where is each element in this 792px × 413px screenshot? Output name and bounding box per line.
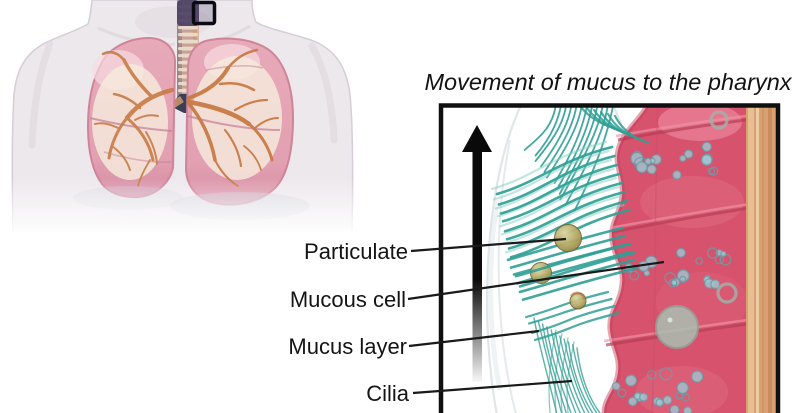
particulate-sphere xyxy=(554,224,582,252)
right-bronchial-tree xyxy=(186,48,279,187)
mucous-cell-body xyxy=(604,107,777,413)
left-arm-shading xyxy=(28,40,54,149)
submucosa-layer xyxy=(746,107,777,413)
cell-vacuole xyxy=(655,305,699,349)
right-arm-shading xyxy=(308,42,338,144)
label-particulate: Particulate xyxy=(304,239,408,264)
label-mucus-layer: Mucus layer xyxy=(288,334,407,359)
left-bronchial-tree xyxy=(94,51,175,187)
magnified-region-box xyxy=(191,0,217,26)
panel-title: Movement of mucus to the pharynx xyxy=(424,69,792,95)
torso-fade xyxy=(0,175,380,237)
leader-line-mucus-layer xyxy=(408,329,540,348)
magnified-view-panel xyxy=(443,107,777,413)
cilia-overlay-strands xyxy=(514,242,636,288)
cell-vacuole-highlight xyxy=(667,317,673,323)
leader-lines xyxy=(407,237,665,395)
left-lung-illustration xyxy=(86,36,177,199)
leader-line-cilia xyxy=(412,379,573,395)
torso-illustration xyxy=(0,0,380,263)
cell-nucleus-ring xyxy=(709,110,729,130)
leader-line-mucous-cell xyxy=(407,260,665,301)
upward-flow-arrow xyxy=(462,125,492,382)
leader-line-particulate xyxy=(410,237,567,253)
right-lung-illustration xyxy=(184,37,295,206)
label-cilia: Cilia xyxy=(366,381,410,406)
panel-border xyxy=(438,103,781,413)
cell-nucleus-ring xyxy=(716,282,738,304)
label-mucous-cell: Mucous cell xyxy=(290,287,406,312)
particulate-tint xyxy=(569,291,587,300)
torso-fade-solid xyxy=(0,233,380,263)
